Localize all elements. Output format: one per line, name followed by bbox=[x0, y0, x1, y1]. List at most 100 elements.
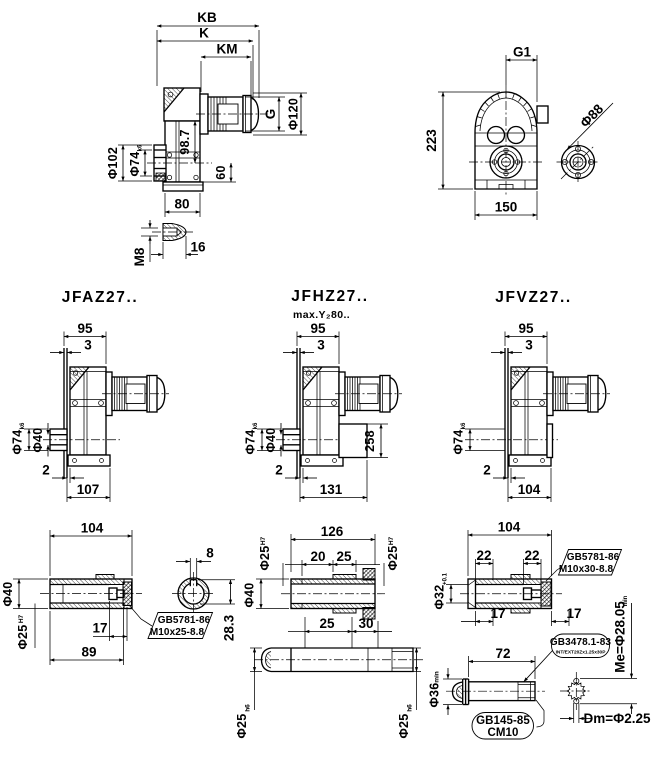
jfaz-dim-d74: Φ74 bbox=[11, 429, 25, 454]
hb-dim-17-left: 17 bbox=[490, 606, 505, 621]
ss-spline-end-view: Me=Φ28.05 min Dm=Φ2.25 bbox=[560, 595, 651, 726]
dim-d74-tolerance: k6 bbox=[138, 144, 144, 151]
hb-bolt-callout-line1: GB5781-86 bbox=[567, 552, 620, 563]
dim-k-label: K bbox=[199, 26, 209, 41]
jfvz-dim-95: 95 bbox=[518, 321, 534, 336]
jfhz-dim-2: 2 bbox=[275, 463, 283, 478]
jfvz-dim-2: 2 bbox=[483, 463, 491, 478]
dim-d120-label: Φ120 bbox=[287, 98, 301, 130]
dim-kb-label: KB bbox=[197, 10, 217, 25]
dim-80-label: 80 bbox=[174, 197, 189, 212]
ht-dim-d25h6-right: Φ25 bbox=[397, 713, 411, 738]
hc-dim-d25: Φ25 bbox=[16, 624, 30, 649]
dim-223-label: 223 bbox=[424, 129, 439, 152]
jfvz-dim-width: 104 bbox=[518, 482, 541, 497]
side-view: KB K KM G Φ120 Φ102 Φ74 k6 98.7 60 80 M8… bbox=[106, 10, 307, 266]
hb-dim-d32: Φ32 bbox=[433, 584, 447, 609]
hc-dim-104: 104 bbox=[81, 521, 104, 536]
hc-dim-17: 17 bbox=[92, 621, 107, 636]
dim-d88-label: Φ88 bbox=[577, 101, 606, 131]
shaft-end-detail: M8 16 bbox=[132, 220, 206, 266]
input-flange-detail: Φ88 bbox=[556, 101, 614, 184]
hb-dim-22-left: 22 bbox=[476, 548, 491, 563]
dim-g-label: G bbox=[263, 109, 278, 120]
jfhz-dim-95: 95 bbox=[310, 321, 326, 336]
jfhz-dim-d74: Φ74 bbox=[244, 429, 258, 454]
ht-dim-d25h6-right-tol: h6 bbox=[407, 704, 414, 712]
ss-dim-d36: Φ36 bbox=[428, 682, 442, 707]
ht-dim-d40: Φ40 bbox=[243, 582, 257, 607]
dim-98-7-label: 98.7 bbox=[178, 129, 192, 155]
jfvz-title: JFVZ27.. bbox=[495, 289, 572, 306]
dim-150-label: 150 bbox=[495, 200, 518, 215]
ht-dim-126: 126 bbox=[321, 524, 344, 539]
jfaz-title: JFAZ27.. bbox=[62, 289, 139, 306]
hc-dim-d40: Φ40 bbox=[1, 581, 15, 606]
ss-centre-callout-box bbox=[471, 712, 534, 740]
ss-dim-dm: Dm=Φ2.25 bbox=[584, 711, 651, 726]
ht-dim-d25h6-left: Φ25 bbox=[235, 713, 249, 738]
dim-d102-label: Φ102 bbox=[106, 147, 120, 179]
hollow-shaft-closed-detail: 104 Φ40 Φ25 H7 17 89 GB5781-86 M10x25-8.… bbox=[1, 521, 237, 665]
hc-bolt-callout-line1: GB5781-86 bbox=[158, 615, 211, 626]
ss-centre-callout-line1: GB145-85 bbox=[476, 715, 530, 727]
jfhz-title: JFHZ27.. bbox=[291, 288, 368, 305]
jfhz-dim-258: 258 bbox=[363, 430, 377, 452]
ht-dim-30: 30 bbox=[358, 616, 373, 631]
solid-spline-shaft-detail: 72 Φ36 min GB3478.1-83 INT/EXT20Zx1.25x3… bbox=[428, 595, 651, 740]
hc-end-view: 8 28.3 bbox=[172, 546, 237, 641]
ss-dim-72: 72 bbox=[495, 646, 510, 661]
ss-centre-callout-line2: CM10 bbox=[487, 727, 518, 739]
ss-dim-d36-suffix: min bbox=[434, 671, 441, 683]
jfaz-dim-95: 95 bbox=[77, 321, 93, 336]
hc-key-dim-8: 8 bbox=[206, 546, 214, 561]
variant-jfaz: JFAZ27.. 95 3 Φ74 k6 Φ40 2 107 bbox=[11, 289, 170, 502]
hollow-shaft-bolted-detail: 104 22 22 Φ32 +0.1 17 17 GB5781-86 M10x3… bbox=[433, 520, 623, 626]
ht-dim-d25h6-left-tol: h6 bbox=[245, 704, 252, 712]
jfaz-dim-2: 2 bbox=[42, 463, 50, 478]
jfvz-dim-d74: Φ74 bbox=[452, 429, 466, 454]
hb-bolt-callout-line2: M10x30-8.8 bbox=[559, 564, 614, 575]
jfhz-note: max.Y₂80.. bbox=[293, 309, 350, 321]
cooling-ribs bbox=[475, 92, 537, 127]
jfvz-rear-boss bbox=[546, 423, 554, 459]
detail-m8-label: M8 bbox=[132, 247, 147, 266]
variant-jfvz: JFVZ27.. 95 3 Φ74 k6 2 104 bbox=[452, 289, 611, 502]
dim-d74-label: Φ74 bbox=[128, 151, 142, 176]
jfaz-dim-3: 3 bbox=[84, 338, 92, 353]
detail-16-label: 16 bbox=[190, 240, 206, 255]
hollow-shaft-through-detail: 126 Φ25 H7 Φ25 H7 20 25 Φ40 25 30 bbox=[235, 524, 424, 739]
jfaz-dim-d40: Φ40 bbox=[31, 427, 45, 452]
hc-bolt-callout-box bbox=[147, 612, 214, 639]
jfhz-dim-3: 3 bbox=[317, 338, 325, 353]
double-shaft: Φ25 h6 Φ25 h6 bbox=[235, 647, 424, 739]
ht-dim-25-top: 25 bbox=[336, 549, 352, 564]
hb-dim-d32-tol: +0.1 bbox=[443, 572, 449, 585]
variant-jfhz: JFHZ27.. max.Y₂80.. 95 3 Φ74 k6 Φ40 2 25… bbox=[244, 288, 403, 502]
ht-dim-d25-left: Φ25 bbox=[258, 545, 272, 570]
jfhz-dim-d40: Φ40 bbox=[264, 427, 278, 452]
jfaz-dim-d74-tol: k6 bbox=[20, 422, 26, 429]
ht-dim-25-bottom: 25 bbox=[319, 616, 335, 631]
ss-spline-callout-box bbox=[551, 633, 610, 658]
ss-dim-me: Me=Φ28.05 bbox=[613, 601, 628, 673]
dim-60-label: 60 bbox=[214, 165, 228, 180]
ss-spline-callout-line2: INT/EXT20Zx1.25x30P bbox=[556, 650, 607, 656]
ht-dim-20: 20 bbox=[310, 549, 325, 564]
hb-bolt-callout-box bbox=[557, 549, 623, 576]
hc-bolt-callout-line2: M10x25-8.8 bbox=[150, 627, 205, 638]
front-view: G1 223 150 Φ88 bbox=[424, 45, 614, 220]
hb-dim-22-right: 22 bbox=[524, 548, 539, 563]
jfaz-dim-width: 107 bbox=[77, 482, 100, 497]
jfhz-rear-hub bbox=[338, 423, 368, 459]
jfhz-dim-width: 131 bbox=[320, 482, 343, 497]
ss-spline-callout-line1: GB3478.1-83 bbox=[550, 637, 611, 648]
hc-dim-d25-tol: H7 bbox=[18, 614, 25, 623]
dim-g1-label: G1 bbox=[513, 45, 532, 60]
ht-dim-d25-left-tol: H7 bbox=[260, 536, 267, 545]
ht-dim-d25-right: Φ25 bbox=[386, 545, 400, 570]
jfhz-dim-d74-tol: k6 bbox=[253, 422, 259, 429]
jfvz-dim-d74-tol: k6 bbox=[461, 422, 467, 429]
